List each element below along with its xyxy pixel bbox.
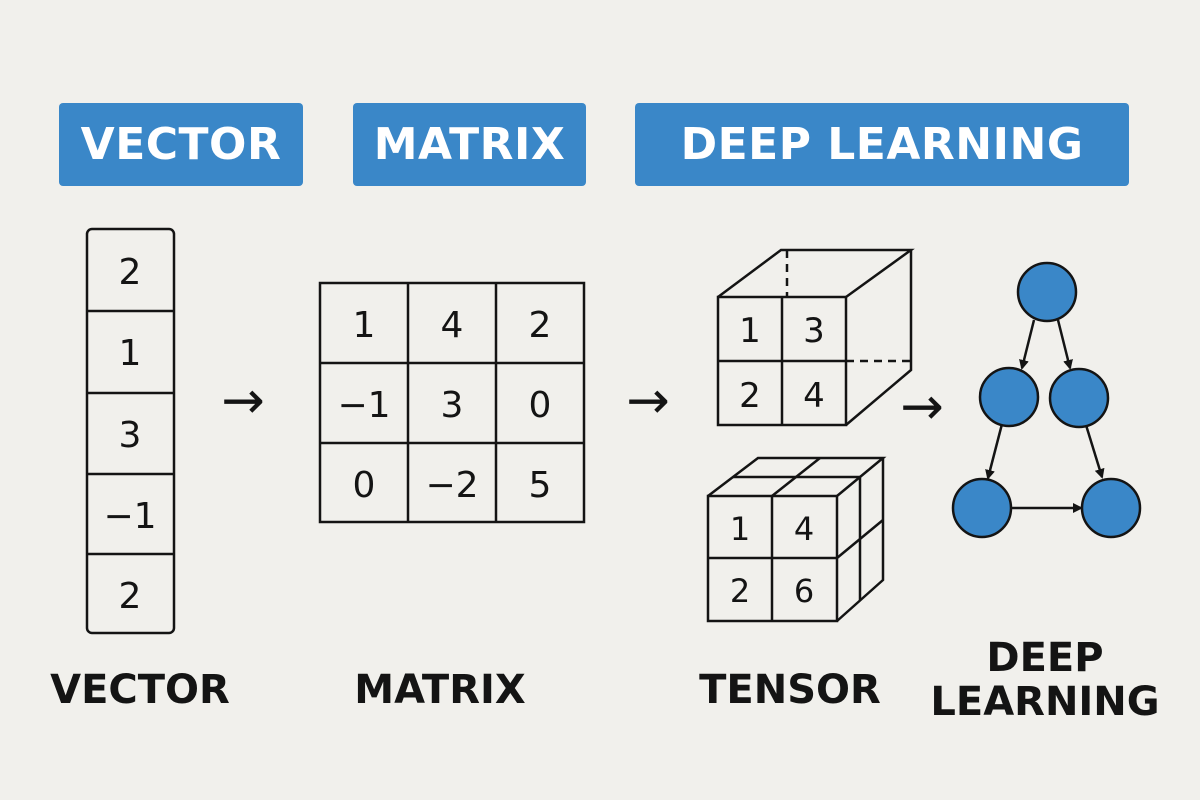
vector-cell: 2 (119, 576, 142, 617)
network-node (1016, 261, 1078, 323)
tensor-cell: 4 (803, 376, 825, 416)
matrix-cell: 4 (441, 305, 464, 346)
vector-values: 2 1 3 −1 2 (103, 252, 156, 617)
matrix-cell: 0 (353, 465, 376, 506)
network-edges (985, 319, 1105, 513)
tensor-cell: 6 (794, 572, 814, 610)
tensor-cell: 2 (730, 572, 750, 610)
matrix-caption: MATRIX (354, 667, 526, 713)
matrix-cell: 3 (441, 385, 464, 426)
matrix-values: 1 4 2 −1 3 0 0 −2 5 (337, 305, 551, 506)
vector-cell: 1 (119, 333, 142, 374)
matrix-cell: 2 (529, 305, 552, 346)
matrix-cell: −2 (425, 465, 478, 506)
vector-frame (85, 227, 176, 635)
tensor-cube-top (716, 248, 915, 427)
arrow-right-icon: → (626, 371, 670, 431)
tensor-cell: 1 (739, 311, 761, 351)
vector-cell: 3 (119, 415, 142, 456)
cube-side-face (836, 458, 885, 622)
cube-side-face (845, 250, 913, 426)
network-node (978, 366, 1040, 428)
matrix-cell: 1 (353, 305, 376, 346)
network-node (951, 477, 1013, 539)
tensor-top-values: 1 3 2 4 (739, 311, 825, 416)
arrow-right-icon: → (221, 371, 265, 431)
network-edge (985, 423, 1004, 480)
tensor-caption: TENSOR (699, 667, 881, 713)
deep-learning-caption-line1: DEEP (986, 635, 1104, 681)
network-nodes (951, 261, 1142, 539)
matrix-cell: 0 (529, 385, 552, 426)
cube-top-face (717, 248, 915, 299)
deep-learning-caption: DEEP LEARNING (930, 636, 1160, 724)
tensor-cell: 3 (803, 311, 825, 351)
tensor-cell: 1 (730, 510, 750, 548)
network-node (1080, 477, 1142, 539)
tensor-cube-bottom (706, 456, 887, 623)
tensor-bottom-values: 1 4 2 6 (730, 510, 814, 610)
tensor-cell: 4 (794, 510, 814, 548)
cube-top-divider (771, 457, 821, 497)
cube-side-divider (836, 519, 884, 559)
arrow-right-icon: → (900, 377, 944, 437)
vector-banner: VECTOR (59, 103, 303, 186)
deep-learning-caption-line2: LEARNING (930, 679, 1160, 725)
network-node (1048, 367, 1110, 429)
matrix-grid (318, 281, 586, 524)
matrix-cell: −1 (337, 385, 390, 426)
network-edge (1084, 424, 1105, 479)
vector-column (85, 227, 176, 635)
matrix-cell: 5 (529, 465, 552, 506)
tensor-cell: 2 (739, 376, 761, 416)
deep-learning-banner: DEEP LEARNING (635, 103, 1129, 186)
vector-caption: VECTOR (50, 667, 230, 713)
matrix-frame (318, 281, 586, 524)
network-edge (1019, 319, 1036, 370)
network-edge (1056, 319, 1073, 370)
vector-cell: 2 (119, 252, 142, 293)
matrix-banner: MATRIX (353, 103, 586, 186)
vector-cell: −1 (103, 496, 156, 537)
